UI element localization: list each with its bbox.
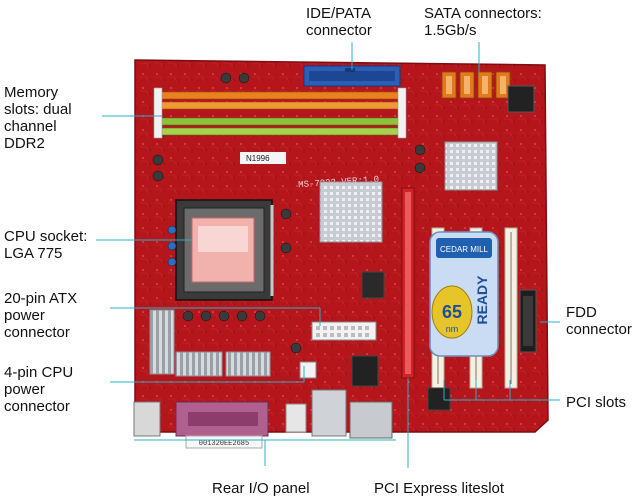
label-memory-slots: Memory slots: dual channel DDR2: [4, 84, 72, 152]
northbridge-heatsink: [319, 181, 383, 243]
chip-3: [427, 387, 451, 411]
ide-connector: [303, 65, 401, 87]
badge-nm-unit: nm: [446, 324, 459, 334]
serial-text: 001320EE2685: [199, 440, 249, 448]
cedar-mill-badge: CEDAR MILL READY 65 nm: [429, 231, 499, 357]
chip-1: [351, 355, 379, 387]
label-rear-io: Rear I/O panel: [212, 480, 310, 497]
cpu-socket: [175, 199, 274, 301]
vrm-heatsink-1: [175, 351, 223, 377]
badge-ready-text: READY: [474, 275, 490, 325]
southbridge-heatsink: [444, 141, 498, 191]
label-pci-slots: PCI slots: [566, 394, 627, 411]
label-pcie-liteslot: PCI Express liteslot: [374, 480, 505, 497]
memory-slots: [153, 87, 407, 139]
sticker: [240, 152, 286, 164]
serial-sticker: [185, 435, 263, 449]
chip-2: [361, 271, 385, 299]
sata-connectors: [441, 71, 511, 99]
sticker-text: N1996: [246, 154, 270, 163]
badge-top-text: CEDAR MILL: [440, 245, 489, 254]
label-cpu-socket: CPU socket: LGA 775: [4, 228, 88, 262]
io-chip: [507, 85, 535, 113]
capacitors: [152, 72, 426, 354]
label-atx-power: 20-pin ATX power connector: [4, 290, 78, 341]
vrm-heatsink-2: [225, 351, 271, 377]
heatsink-left: [149, 309, 175, 375]
badge-nm-number: 65: [442, 302, 462, 322]
label-ide-connector: IDE/PATA connector: [306, 5, 372, 39]
label-sata-connectors: SATA connectors: 1.5Gb/s: [424, 5, 542, 39]
label-fdd-connector: FDD connector: [566, 304, 632, 338]
leader-lines: [96, 42, 560, 468]
cpu-power-connector: [299, 361, 317, 379]
label-cpu-power: 4-pin CPU power connector: [4, 364, 74, 415]
atx-power-connector: [311, 321, 377, 341]
